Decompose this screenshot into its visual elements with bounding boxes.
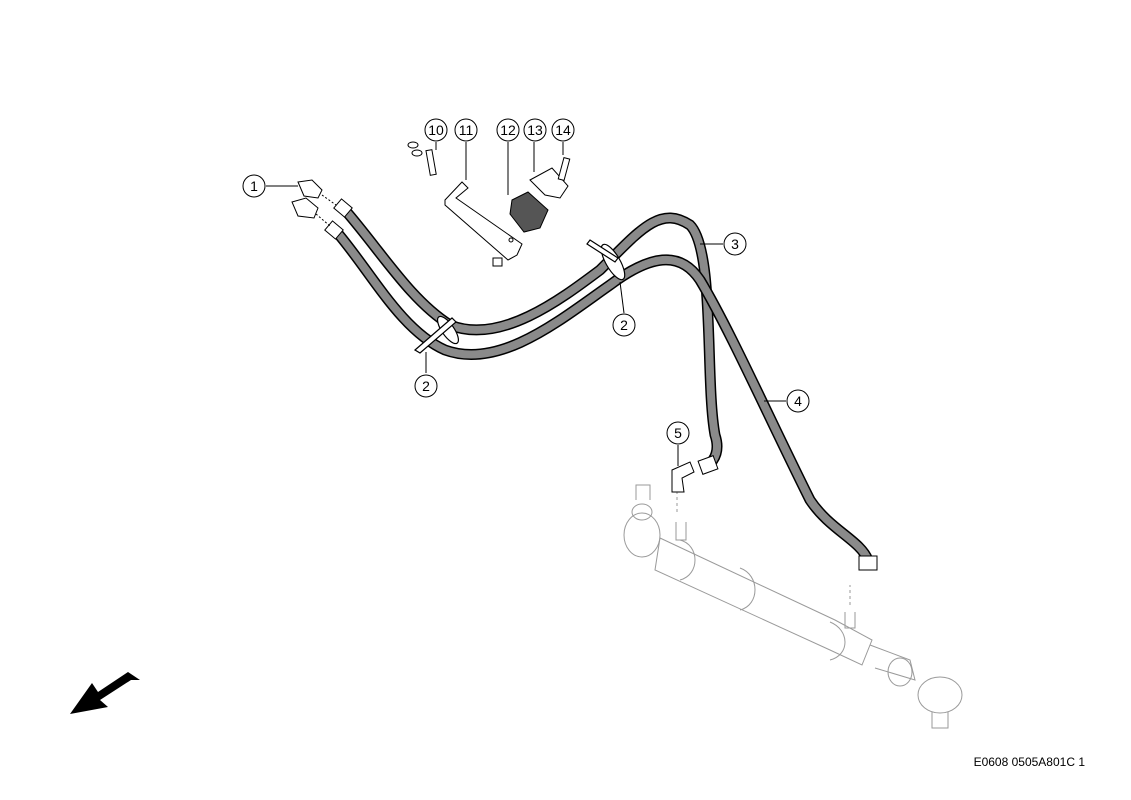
callout-2-right: 2 — [612, 313, 636, 337]
svg-text:13: 13 — [527, 122, 543, 138]
callout-10: 10 — [424, 118, 448, 142]
callout-12: 12 — [496, 118, 520, 142]
svg-text:1: 1 — [250, 178, 258, 194]
svg-text:3: 3 — [731, 236, 739, 252]
elbow-5 — [671, 461, 695, 493]
reference-code: E0608 0505A801C 1 — [974, 755, 1086, 769]
svg-text:14: 14 — [555, 122, 571, 138]
svg-text:12: 12 — [500, 122, 516, 138]
svg-text:2: 2 — [620, 317, 628, 333]
callout-2-left: 2 — [414, 374, 438, 398]
hose-fittings — [324, 198, 878, 571]
callout-4: 4 — [786, 389, 810, 413]
steering-cylinder — [623, 484, 963, 729]
hose-3 — [339, 204, 723, 471]
callout-3: 3 — [723, 232, 747, 256]
callout-5: 5 — [666, 421, 690, 445]
hose-4 — [329, 224, 874, 566]
callout-14: 14 — [551, 118, 575, 142]
callout-13: 13 — [523, 118, 547, 142]
svg-text:2: 2 — [422, 378, 430, 394]
svg-text:5: 5 — [674, 425, 682, 441]
bracket-assembly — [407, 141, 571, 267]
svg-text:10: 10 — [428, 122, 444, 138]
callout-1: 1 — [242, 174, 266, 198]
callout-11: 11 — [454, 118, 478, 142]
svg-text:4: 4 — [794, 393, 802, 409]
leader-lines — [266, 142, 786, 466]
svg-text:11: 11 — [459, 122, 474, 138]
adapters-1 — [291, 179, 337, 227]
direction-arrow-icon — [70, 672, 140, 714]
hose-clamps — [413, 239, 626, 354]
